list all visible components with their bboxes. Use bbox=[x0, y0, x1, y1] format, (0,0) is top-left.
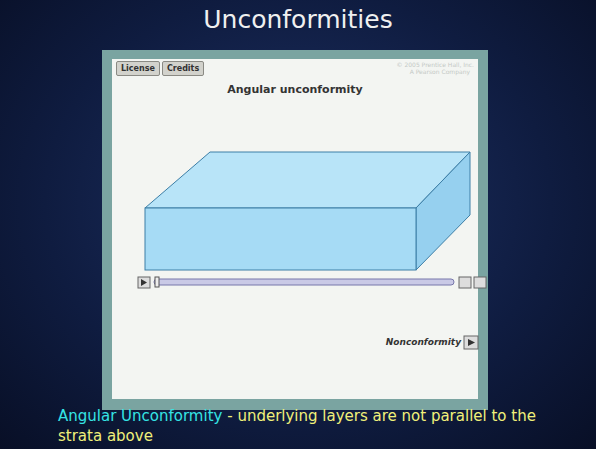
slider-track bbox=[154, 279, 454, 285]
next-link: Nonconformity bbox=[386, 337, 461, 347]
button-label: License bbox=[121, 64, 155, 73]
tab-button: License bbox=[116, 61, 160, 76]
caption-line: Angular Unconformity - underlying layers… bbox=[58, 406, 558, 446]
next-icon bbox=[468, 339, 475, 346]
button-label: Credits bbox=[167, 64, 199, 73]
copyright-note: A Pearson Company bbox=[410, 68, 470, 75]
copyright-note: © 2005 Prentice Hall, Inc. bbox=[397, 61, 474, 68]
slide-title: Unconformities bbox=[0, 5, 596, 34]
caption-term: Angular Unconformity bbox=[58, 407, 222, 425]
block-top bbox=[145, 152, 470, 208]
block-front bbox=[145, 208, 416, 270]
tab-button: Credits bbox=[162, 61, 204, 76]
animation-heading: Angular unconformity bbox=[112, 83, 478, 96]
play-button bbox=[138, 277, 150, 288]
step-button bbox=[474, 277, 486, 288]
panel-area bbox=[112, 59, 478, 399]
play-icon bbox=[141, 279, 147, 286]
slider-thumb bbox=[155, 277, 159, 287]
block-side bbox=[416, 152, 470, 270]
next-button bbox=[464, 336, 478, 349]
panel-frame bbox=[102, 50, 488, 410]
rewind-button bbox=[459, 277, 471, 288]
